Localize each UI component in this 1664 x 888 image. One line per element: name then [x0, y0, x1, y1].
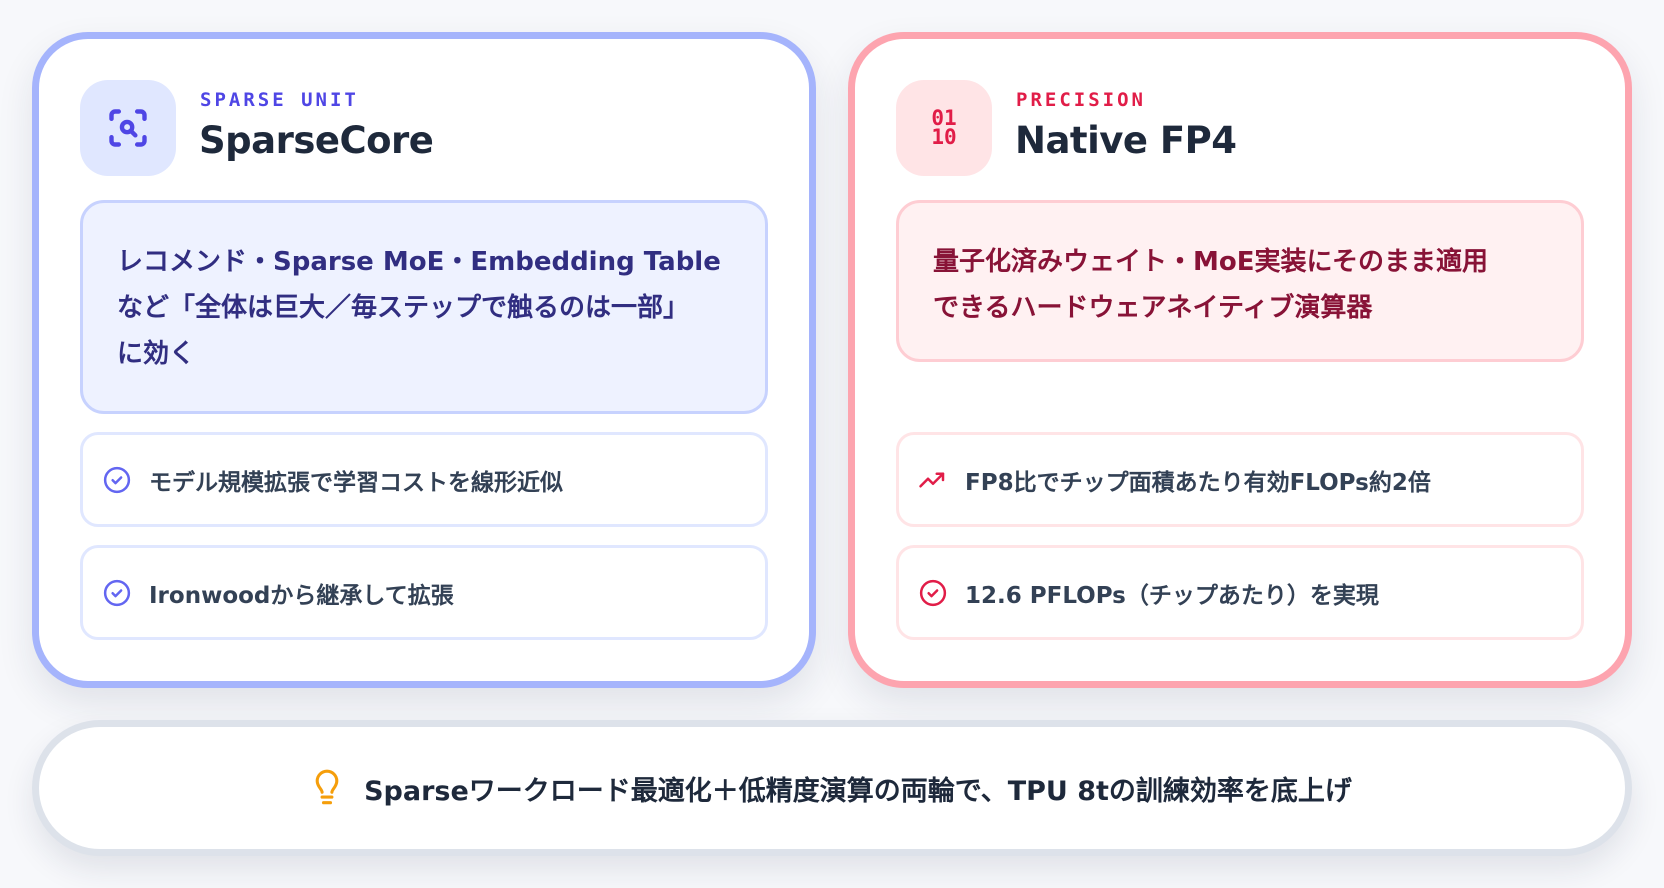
feature-text: モデル規模拡張で学習コストを線形近似	[149, 469, 563, 496]
card-eyebrow: PRECISION	[1016, 89, 1146, 111]
highlight-line: レコメンド・Sparse MoE・Embedding Table	[117, 247, 721, 277]
feature-text: FP8比でチップ面積あたり有効FLOPs約2倍	[965, 469, 1431, 496]
feature-item: FP8比でチップ面積あたり有効FLOPs約2倍	[896, 432, 1584, 527]
check-circle-icon	[917, 577, 949, 609]
feature-item: Ironwoodから継承して拡張	[80, 545, 768, 640]
card-highlight: レコメンド・Sparse MoE・Embedding Table など「全体は巨…	[80, 200, 768, 414]
feature-text: 12.6 PFLOPs（チップあたり）を実現	[965, 582, 1379, 609]
highlight-line: など「全体は巨大／毎ステップで触るのは一部」	[117, 293, 690, 323]
scan-search-icon	[109, 109, 147, 147]
summary-text: Sparseワークロード最適化＋低精度演算の両輪で、TPU 8tの訓練効率を底上…	[364, 775, 1352, 807]
feature-item: 12.6 PFLOPs（チップあたり）を実現	[896, 545, 1584, 640]
check-circle-icon	[101, 464, 133, 496]
binary-icon-row: 01	[931, 106, 957, 130]
sparsecore-card: SPARSE UNIT SparseCore レコメンド・Sparse MoE・…	[32, 32, 816, 688]
check-circle-icon	[101, 577, 133, 609]
native-fp4-card: 01 10 PRECISION Native FP4 量子化済みウェイト・MoE…	[848, 32, 1632, 688]
highlight-line: できるハードウェアネイティブ演算器	[933, 293, 1373, 323]
card-eyebrow: SPARSE UNIT	[200, 89, 359, 111]
native-fp4-icon-box: 01 10	[896, 80, 992, 176]
lightbulb-icon	[312, 768, 342, 808]
feature-item: モデル規模拡張で学習コストを線形近似	[80, 432, 768, 527]
highlight-line: 量子化済みウェイト・MoE実装にそのまま適用	[933, 247, 1488, 277]
highlight-line: に効く	[117, 339, 196, 369]
card-highlight: 量子化済みウェイト・MoE実装にそのまま適用 できるハードウェアネイティブ演算器	[896, 200, 1584, 362]
binary-icon: 01 10	[931, 106, 957, 149]
summary-banner: Sparseワークロード最適化＋低精度演算の両輪で、TPU 8tの訓練効率を底上…	[32, 720, 1632, 856]
binary-icon-row: 10	[931, 125, 957, 149]
card-title: SparseCore	[199, 119, 434, 162]
sparsecore-icon-box	[80, 80, 176, 176]
feature-text: Ironwoodから継承して拡張	[149, 582, 454, 609]
card-title: Native FP4	[1015, 119, 1237, 162]
trending-up-icon	[917, 464, 949, 496]
